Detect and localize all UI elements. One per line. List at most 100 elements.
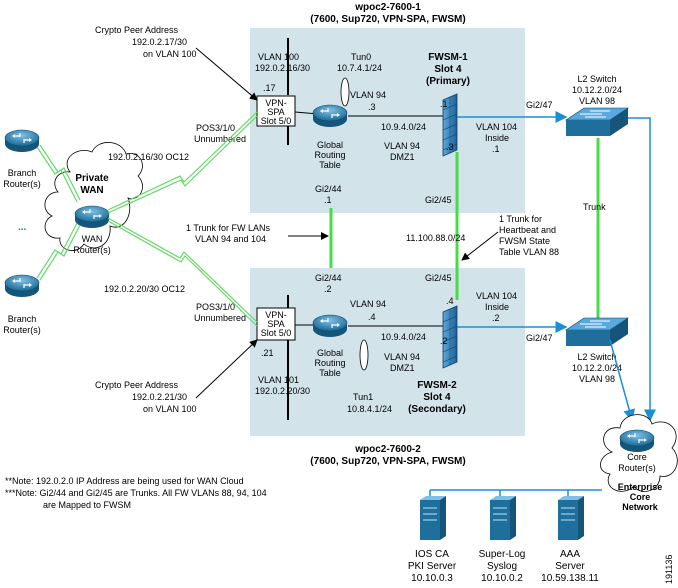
vpn-spa-top-l3: Slot 5/0 (261, 116, 292, 126)
core-net-l3: Network (622, 502, 659, 512)
fwsm2-dot2: .2 (440, 336, 448, 346)
fwsm2-l2: Slot 4 (423, 392, 451, 403)
fwsm1-l2: Slot 4 (434, 64, 462, 75)
vlan104-top-l3: .1 (492, 144, 500, 154)
switch-top-l1: L2 Switch (577, 74, 616, 84)
gi2-45-bottom: Gi2/45 (425, 273, 452, 283)
wan-router-l2: Router(s) (73, 245, 111, 255)
ios-ca-server-icon (420, 496, 446, 540)
chassis-bottom-subtitle: (7600, Sup720, VPN-SPA, FWSM) (310, 456, 465, 467)
vpn-spa-bottom-l2: SPA (267, 319, 284, 329)
gi2-45-top: Gi2/45 (425, 195, 452, 205)
dot4-bottom: .4 (368, 312, 376, 322)
branch-link-top (36, 144, 81, 203)
note-1: **Note: 192.0.2.0 IP Address are being u… (5, 476, 244, 486)
note-2: ***Note: Gi2/44 and Gi2/45 are Trunks. A… (5, 488, 267, 498)
chassis-top-subtitle: (7600, Sup720, VPN-SPA, FWSM) (310, 14, 465, 25)
fwsm1-dot1: .1 (440, 99, 448, 109)
vlan94-dmz-bottom-l2: DMZ1 (390, 363, 415, 373)
fwsm1-l3: (Primary) (426, 76, 470, 87)
fwsm-2-firewall-icon (442, 305, 458, 369)
switch-bottom-l2: 10.12.2.0/24 (572, 363, 622, 373)
crypto-top-l2: 192.0.2.17/30 (132, 37, 187, 47)
gi2-44-top-dot1: .1 (324, 195, 332, 205)
figure-id: 191136 (664, 555, 674, 584)
subnet-bottom: 10.9.4.0/24 (381, 332, 426, 342)
routing-bottom-l3: Table (319, 368, 341, 378)
routing-bottom-l1: Global (317, 348, 343, 358)
vlan100-dot17: .17 (263, 83, 276, 93)
private-wan-l2: WAN (80, 185, 103, 196)
routing-top-l2: Routing (314, 150, 345, 160)
trunk-hb-l3: FWSM State (499, 236, 550, 246)
branch-top-l2: Router(s) (3, 179, 41, 189)
chassis-bottom-panel (250, 268, 525, 436)
gi2-47-top: Gi2/47 (526, 100, 553, 110)
crypto-bottom-l2: 192.0.2.21/30 (132, 392, 187, 402)
fwsm2-l1: FWSM-2 (417, 380, 457, 391)
chassis-bottom-title: wpoc2-7600-2 (354, 444, 421, 455)
vlan101-label: VLAN 101 (258, 375, 299, 385)
vlan100-label: VLAN 100 (258, 52, 299, 62)
tun0-tunnel-icon (340, 77, 350, 107)
server2-l3: 10.10.0.2 (481, 573, 523, 584)
gi2-44-top: Gi2/44 (315, 184, 342, 194)
branch-link-bottom (36, 222, 81, 281)
branch-bottom-l1: Branch (8, 314, 37, 324)
server1-l1: IOS CA (415, 549, 449, 560)
global-router-top-icon (312, 104, 348, 128)
pos-top-l2: Unnumbered (194, 134, 246, 144)
branch-router-top-icon (4, 129, 40, 153)
vpn-spa-bottom-l3: Slot 5/0 (261, 328, 292, 338)
crypto-bottom-l1: Crypto Peer Address (95, 380, 179, 390)
wan-router-l1: WAN (82, 234, 103, 244)
trunk-fw-l2: VLAN 94 and 104 (195, 234, 266, 244)
server2-l2: Syslog (487, 561, 517, 572)
fwsm-1-firewall-icon (442, 93, 458, 157)
server1-l3: 10.10.0.3 (411, 573, 453, 584)
wan-link-bottom-label: 192.0.2.20/30 OC12 (104, 284, 185, 294)
tun1-ip: 10.8.4.1/24 (347, 404, 392, 414)
l2-switch-top-icon (565, 107, 629, 136)
vlan104-bottom-l2: Inside (485, 302, 509, 312)
vlan104-bottom-l1: VLAN 104 (476, 291, 517, 301)
vlan94-dmz-top-l2: DMZ1 (390, 152, 415, 162)
vlan104-bottom-l3: .2 (492, 313, 500, 323)
private-wan-l1: Private (75, 173, 109, 184)
pos-top-l1: POS3/1/0 (196, 123, 235, 133)
routing-top-l3: Table (319, 160, 341, 170)
server3-l3: 10.59.138.11 (541, 573, 599, 584)
tun1-label: Tun1 (353, 392, 373, 402)
vlan104-top-l1: VLAN 104 (476, 122, 517, 132)
crypto-top-l1: Crypto Peer Address (95, 25, 179, 35)
syslog-server-icon (490, 496, 516, 540)
tun0-ip: 10.7.4.1/24 (337, 63, 382, 73)
vpn-spa-bottom (256, 307, 296, 341)
branch-router-bottom-icon (4, 274, 40, 298)
vpn-spa-bottom-l1: VPN- (265, 310, 287, 320)
trunk-fw-l1: 1 Trunk for FW LANs (186, 223, 271, 233)
l2-switch-bottom-icon (565, 317, 629, 346)
core-net-l2: Core (630, 492, 651, 502)
core-router-l1: Core (627, 452, 647, 462)
vpn-spa-top-l1: VPN- (265, 98, 287, 108)
chassis-top-panel (250, 28, 525, 213)
pos-bottom-l1: POS3/1/0 (196, 302, 235, 312)
trunk-hb-l4: Table VLAN 88 (499, 247, 559, 257)
wan-link-bottom (107, 217, 258, 327)
server3-l1: AAA (560, 549, 580, 560)
pos-bottom-l2: Unnumbered (194, 313, 246, 323)
tun1-tunnel-icon (359, 339, 369, 371)
vlan94-dmz-bottom-l1: VLAN 94 (384, 352, 420, 362)
fwsm1-l1: FWSM-1 (428, 52, 468, 63)
routing-top-l1: Global (317, 140, 343, 150)
branch-top-l1: Branch (8, 168, 37, 178)
vlan94-top-label: VLAN 94 (350, 90, 386, 100)
wan-link-top (107, 111, 258, 214)
switch-bottom-l3: VLAN 98 (579, 374, 615, 384)
vlan100-subnet: 192.0.2.16/30 (255, 63, 310, 73)
trunk-hb-l2: Heartbeat and (499, 225, 556, 235)
dot21-bottom: .21 (261, 348, 274, 358)
aaa-server-icon (558, 496, 584, 540)
vpn-spa-top-l2: SPA (267, 107, 284, 117)
